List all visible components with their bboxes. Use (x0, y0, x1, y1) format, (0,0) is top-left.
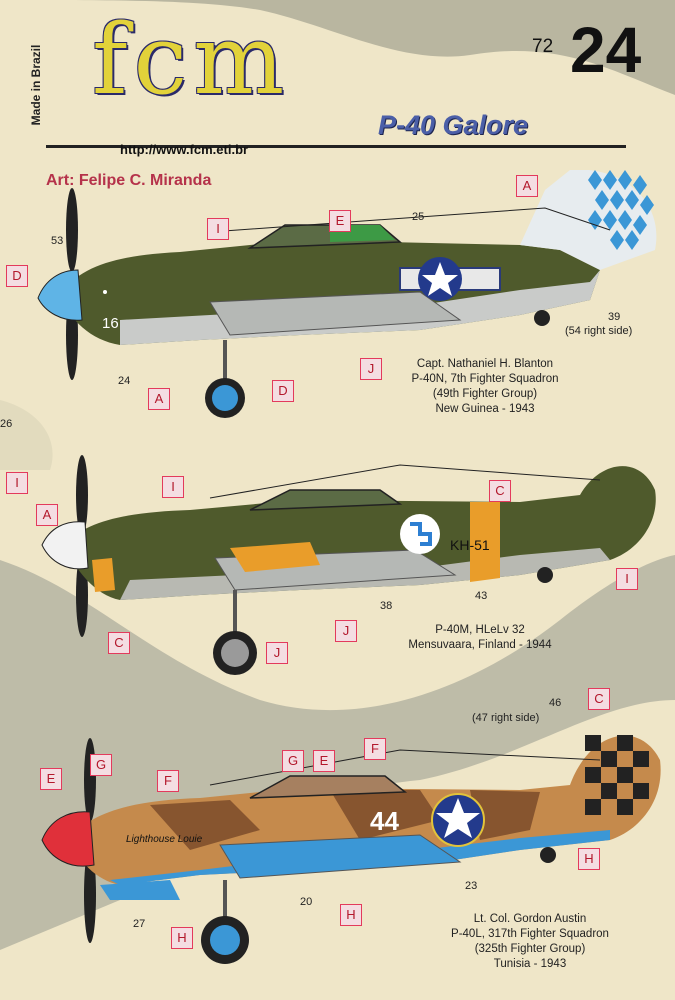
made-in-label: Made in Brazil (29, 44, 43, 126)
plane3-tag-h-tail: H (578, 848, 600, 870)
plane1-spinner (37, 269, 83, 321)
plane1-callout-25: 25 (412, 211, 425, 223)
plane2-tag-j-wheel: J (266, 642, 288, 664)
sheet-number: 24 (570, 14, 642, 86)
plane2-orange-band-wing (230, 542, 320, 572)
plane3-tag-h-wheel: H (171, 927, 193, 949)
plane3-tag-f-cowl: F (157, 770, 179, 792)
plane1-tail-diamonds (588, 170, 654, 250)
plane2-canopy (249, 489, 403, 511)
plane1-code: 16 (102, 315, 119, 332)
plane2-tag-j: J (335, 620, 357, 642)
plane2-propeller (76, 455, 88, 637)
plane2-tag-i: I (162, 476, 184, 498)
plane3-callout-20: 20 (300, 896, 313, 908)
plane3-tag-f: F (364, 738, 386, 760)
plane1-landing-gear (205, 310, 550, 418)
plane2-callout-43: 43 (475, 590, 488, 602)
artist-credit: Art: Felipe C. Miranda (46, 172, 212, 189)
plane2-code: KH-51 (450, 537, 490, 553)
plane2-orange-band-fuselage (470, 502, 500, 582)
plane3-callout-46: 46 (549, 697, 562, 709)
plane3-callout-47: (47 right side) (472, 712, 540, 724)
plane2-landing-gear (213, 567, 553, 675)
scale-label: 72 (532, 36, 554, 57)
plane1-callout-39: 39 (608, 311, 621, 323)
plane3-tag-e-nose: E (40, 768, 62, 790)
plane2-tag-a: A (36, 504, 58, 526)
plane3-wing (219, 834, 462, 879)
plane1-tag-j: J (360, 358, 382, 380)
plane3-tag-g-cowl: G (90, 754, 112, 776)
plane2-spinner (41, 521, 89, 570)
plane1-wing (209, 291, 462, 336)
plane3-checkered-tail (585, 735, 649, 815)
plane1-tag-a: A (148, 388, 170, 410)
plane3-canopy (249, 775, 408, 799)
plane3-spinner (41, 811, 95, 867)
plane2-profile (41, 455, 656, 675)
plane1-tag-d: D (6, 265, 28, 287)
plane3-profile (41, 735, 661, 964)
plane1-callout-53: 53 (51, 235, 64, 247)
plane3-nose-art: Lighthouse Louie (126, 834, 203, 845)
plane3-callout-23: 23 (465, 880, 478, 892)
website-link[interactable]: http://www.fcm.eti.br (120, 142, 249, 157)
plane3-tag-e: E (313, 750, 335, 772)
plane1-tag-a-top: A (516, 175, 538, 197)
sheet-title: P-40 Galore (378, 110, 529, 140)
plane2-tag-c-cowl: C (108, 632, 130, 654)
plane3-callout-27: 27 (133, 918, 146, 930)
plane1-tag-e: E (329, 210, 351, 232)
plane1-callout-24: 24 (118, 375, 131, 387)
fcm-logo: fcm (92, 4, 291, 116)
plane3-code: 44 (370, 806, 399, 836)
plane1-tag-i: I (207, 218, 229, 240)
plane1-callout-54: (54 right side) (565, 325, 633, 337)
plane1-insignia (399, 257, 501, 301)
plane1-profile (37, 170, 657, 418)
plane2-tag-i-edge: I (6, 472, 28, 494)
plane3-tag-g: G (282, 750, 304, 772)
plane3-insignia (431, 793, 485, 847)
plane2-insignia (400, 514, 440, 554)
plane3-tag-h: H (340, 904, 362, 926)
edge-callout-26: 26 (0, 418, 13, 430)
plane3-tag-c: C (588, 688, 610, 710)
plane3-camo (150, 790, 540, 850)
plane2-callout-38: 38 (380, 600, 393, 612)
plane2-orange-cowl (92, 558, 115, 592)
plane2-tag-c: C (489, 480, 511, 502)
plane1-tag-d-wheel: D (272, 380, 294, 402)
plane2-tag-i-tail: I (616, 568, 638, 590)
plane3-landing-gear (201, 847, 556, 964)
header-divider (46, 145, 626, 148)
